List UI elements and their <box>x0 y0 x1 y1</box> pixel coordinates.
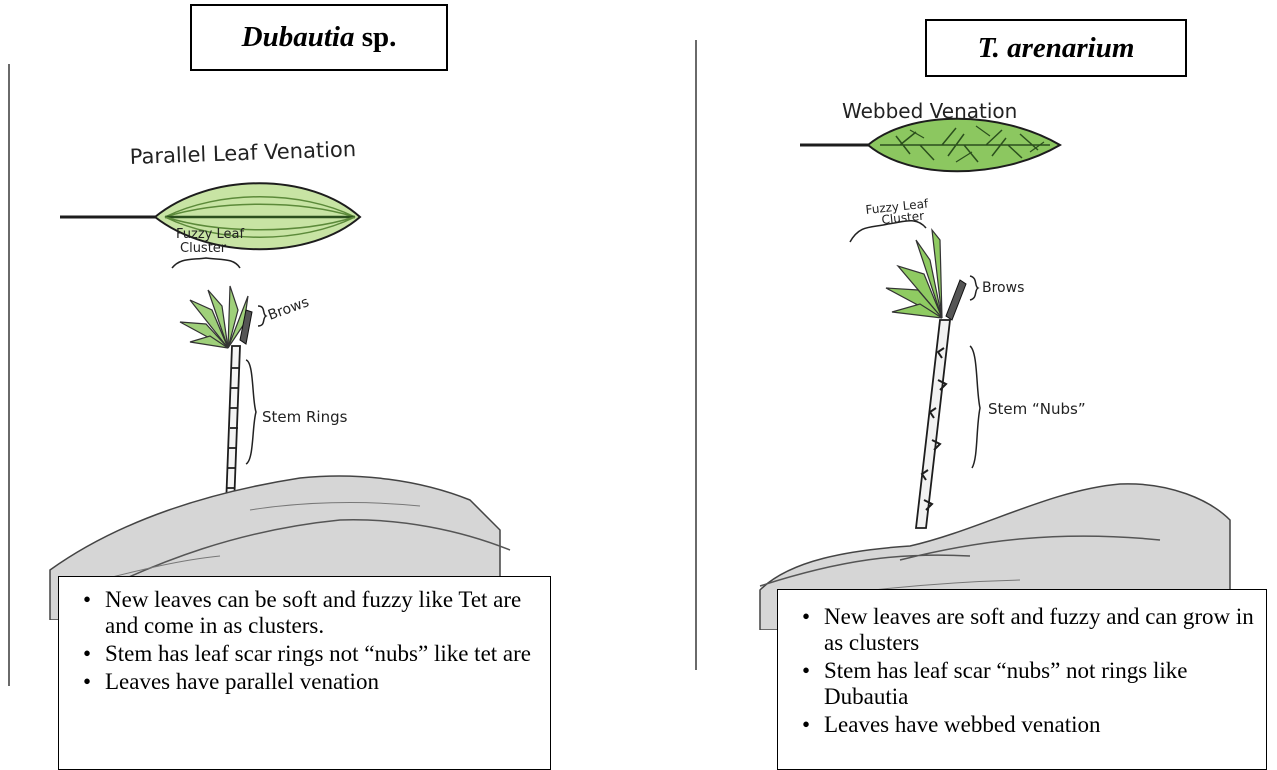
left-venation-label: Parallel Leaf Venation <box>129 137 356 169</box>
left-page-edge <box>8 64 10 686</box>
left-title: Dubautia sp. <box>190 4 448 71</box>
right-sketch: Webbed Venation Fuzzy Leaf Cluster Brows… <box>720 90 1260 630</box>
right-brows-label: Brows <box>982 280 1024 296</box>
left-title-genus: Dubautia <box>242 21 355 54</box>
right-page-edge <box>695 40 697 670</box>
right-notes-box: New leaves are soft and fuzzy and can gr… <box>777 589 1267 770</box>
right-bullet-2: Stem has leaf scar “nubs” not rings like… <box>824 658 1266 710</box>
webbed-leaf-drawing <box>800 119 1060 172</box>
left-brows-label: Brows <box>266 294 311 324</box>
right-bullet-3: Leaves have webbed venation <box>824 712 1266 738</box>
right-venation-label: Webbed Venation <box>842 99 1017 123</box>
right-leaf-cluster <box>886 230 966 320</box>
left-sketch: Parallel Leaf Venation Fuzzy Leaf Cluste… <box>40 100 520 620</box>
left-title-suffix: sp. <box>354 21 396 54</box>
left-cluster-label-1: Fuzzy Leaf <box>176 227 244 242</box>
right-stem-label: Stem “Nubs” <box>988 400 1086 418</box>
left-bullet-2: Stem has leaf scar rings not “nubs” like… <box>105 641 550 667</box>
left-leaf-cluster <box>180 286 252 348</box>
left-bullet-3: Leaves have parallel venation <box>105 669 550 695</box>
right-title: T. arenarium <box>925 19 1187 77</box>
right-stem-nubs <box>916 320 950 528</box>
left-bullet-list: New leaves can be soft and fuzzy like Te… <box>59 587 550 695</box>
left-bullet-1: New leaves can be soft and fuzzy like Te… <box>105 587 550 639</box>
right-bullet-list: New leaves are soft and fuzzy and can gr… <box>778 604 1266 738</box>
left-notes-box: New leaves can be soft and fuzzy like Te… <box>58 576 551 770</box>
right-title-species: T. arenarium <box>978 32 1135 65</box>
right-bullet-1: New leaves are soft and fuzzy and can gr… <box>824 604 1266 656</box>
left-stem-rings <box>226 346 240 506</box>
left-cluster-label-2: Cluster <box>180 241 227 256</box>
left-stem-label: Stem Rings <box>262 408 348 426</box>
